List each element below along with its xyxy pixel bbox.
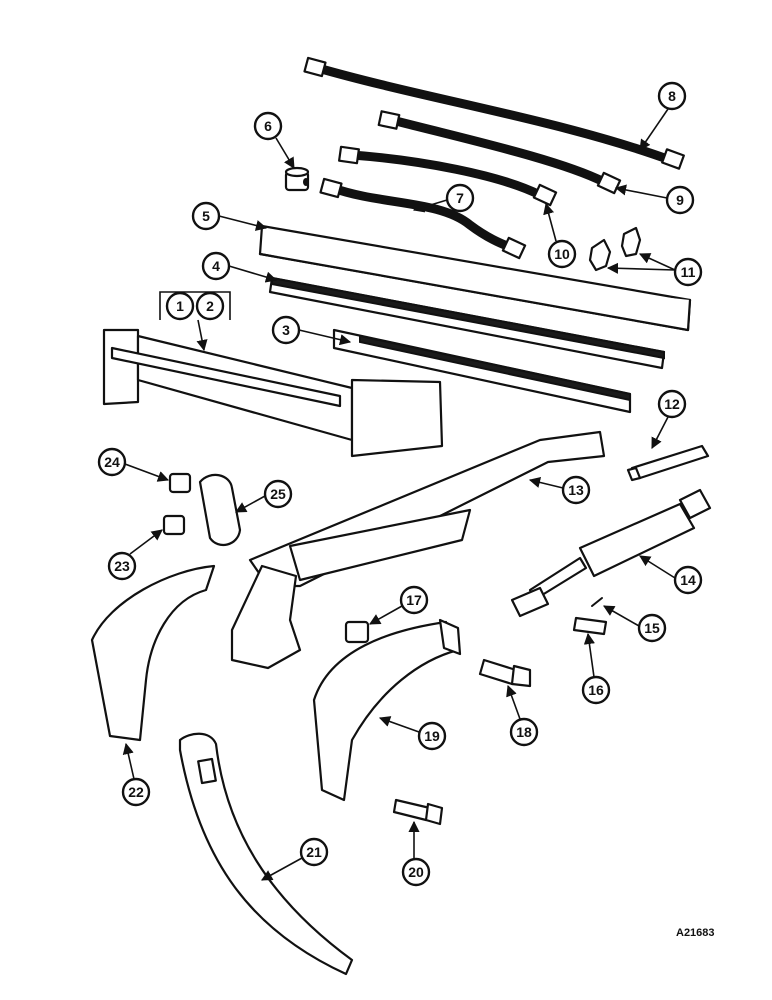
callout-10: 10 xyxy=(547,239,577,269)
support-frame-1-2 xyxy=(102,328,444,458)
hose-9 xyxy=(377,110,622,195)
svg-text:12: 12 xyxy=(664,396,680,412)
link-25 xyxy=(198,473,242,547)
svg-text:4: 4 xyxy=(212,258,220,274)
callout-18: 18 xyxy=(509,717,539,747)
plate-22 xyxy=(90,564,216,742)
callout-4: 4 xyxy=(201,251,231,281)
svg-text:6: 6 xyxy=(264,118,272,134)
lever-arm-13 xyxy=(230,430,606,670)
callout-3: 3 xyxy=(271,315,301,345)
callout-7: 7 xyxy=(445,183,475,213)
hose-10 xyxy=(338,145,558,207)
svg-text:8: 8 xyxy=(668,88,676,104)
callout-22: 22 xyxy=(121,777,151,807)
callout-21: 21 xyxy=(299,837,329,867)
elbow-fitting-6 xyxy=(284,166,310,192)
svg-text:10: 10 xyxy=(554,246,570,262)
callout-15: 15 xyxy=(637,613,667,643)
bushing-17 xyxy=(344,620,370,644)
callout-1-2-bracket xyxy=(159,291,231,320)
callout-9: 9 xyxy=(665,185,695,215)
leader-lines xyxy=(122,108,676,881)
svg-text:25: 25 xyxy=(270,486,286,502)
callouts: 1 2 3 4 5 6 7 8 9 10 11 12 13 14 15 16 1… xyxy=(97,81,703,887)
perforated-bar-5 xyxy=(258,224,692,332)
callout-13: 13 xyxy=(561,475,591,505)
svg-text:22: 22 xyxy=(128,784,144,800)
svg-text:9: 9 xyxy=(676,192,684,208)
bushing-24 xyxy=(168,472,192,494)
svg-text:15: 15 xyxy=(644,620,660,636)
svg-text:18: 18 xyxy=(516,724,532,740)
hose-long-8 xyxy=(303,56,685,170)
drawing-reference-number: A21683 xyxy=(676,927,715,939)
svg-text:2: 2 xyxy=(206,298,214,314)
angle-bar-3 xyxy=(332,328,632,414)
callout-24: 24 xyxy=(97,447,127,477)
callout-1: 1 xyxy=(165,291,195,321)
hydraulic-cylinder-14 xyxy=(510,488,712,618)
svg-text:17: 17 xyxy=(406,592,422,608)
bolt-18 xyxy=(478,658,532,688)
callout-17: 17 xyxy=(399,585,429,615)
callout-12: 12 xyxy=(657,389,687,419)
svg-text:3: 3 xyxy=(282,322,290,338)
svg-text:20: 20 xyxy=(408,864,424,880)
callout-2: 2 xyxy=(195,291,225,321)
svg-text:1: 1 xyxy=(176,298,184,314)
callout-8: 8 xyxy=(657,81,687,111)
svg-text:14: 14 xyxy=(680,572,696,588)
pin-12 xyxy=(626,444,710,482)
callout-11: 11 xyxy=(673,257,703,287)
bolt-20 xyxy=(392,798,444,826)
svg-text:21: 21 xyxy=(306,844,322,860)
curved-arm-21 xyxy=(178,732,354,976)
callout-6: 6 xyxy=(253,111,283,141)
svg-text:16: 16 xyxy=(588,682,604,698)
cotter-pin-15 xyxy=(591,597,603,607)
bushing-23 xyxy=(162,514,186,536)
svg-text:11: 11 xyxy=(681,264,696,280)
callout-16: 16 xyxy=(581,675,611,705)
callout-20: 20 xyxy=(401,857,431,887)
svg-text:24: 24 xyxy=(104,454,120,470)
clevis-pin-16 xyxy=(572,616,608,636)
svg-text:13: 13 xyxy=(568,482,584,498)
svg-text:19: 19 xyxy=(424,728,440,744)
callout-23: 23 xyxy=(107,551,137,581)
svg-text:23: 23 xyxy=(114,558,130,574)
hose-short-7 xyxy=(319,177,527,260)
svg-text:7: 7 xyxy=(456,190,464,206)
hose-clips-11 xyxy=(588,226,642,272)
callout-25: 25 xyxy=(263,479,293,509)
callout-19: 19 xyxy=(417,721,447,751)
callout-14: 14 xyxy=(673,565,703,595)
callout-5: 5 xyxy=(191,201,221,231)
bracket-19 xyxy=(312,618,462,802)
svg-text:5: 5 xyxy=(202,208,210,224)
